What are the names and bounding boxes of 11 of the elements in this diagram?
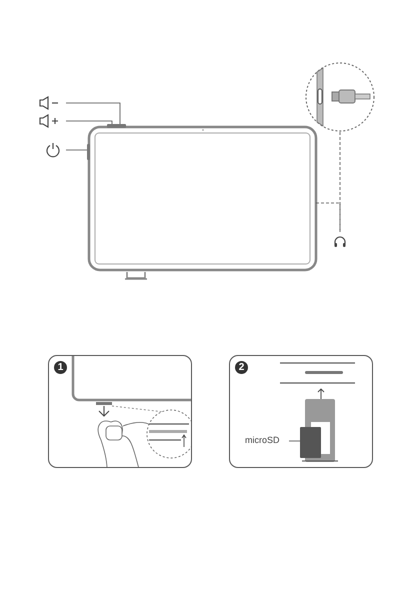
leader-line — [66, 120, 112, 124]
label-text: microSD — [245, 435, 287, 446]
volume-button — [107, 124, 126, 128]
power-button — [87, 144, 90, 160]
leader-line — [288, 440, 300, 442]
microsd-card — [300, 427, 321, 458]
power-icon — [45, 142, 61, 158]
leader-line — [66, 102, 120, 124]
port-zoom-drawing — [305, 62, 375, 132]
leader-line — [316, 202, 340, 232]
headphone-icon — [333, 235, 347, 248]
